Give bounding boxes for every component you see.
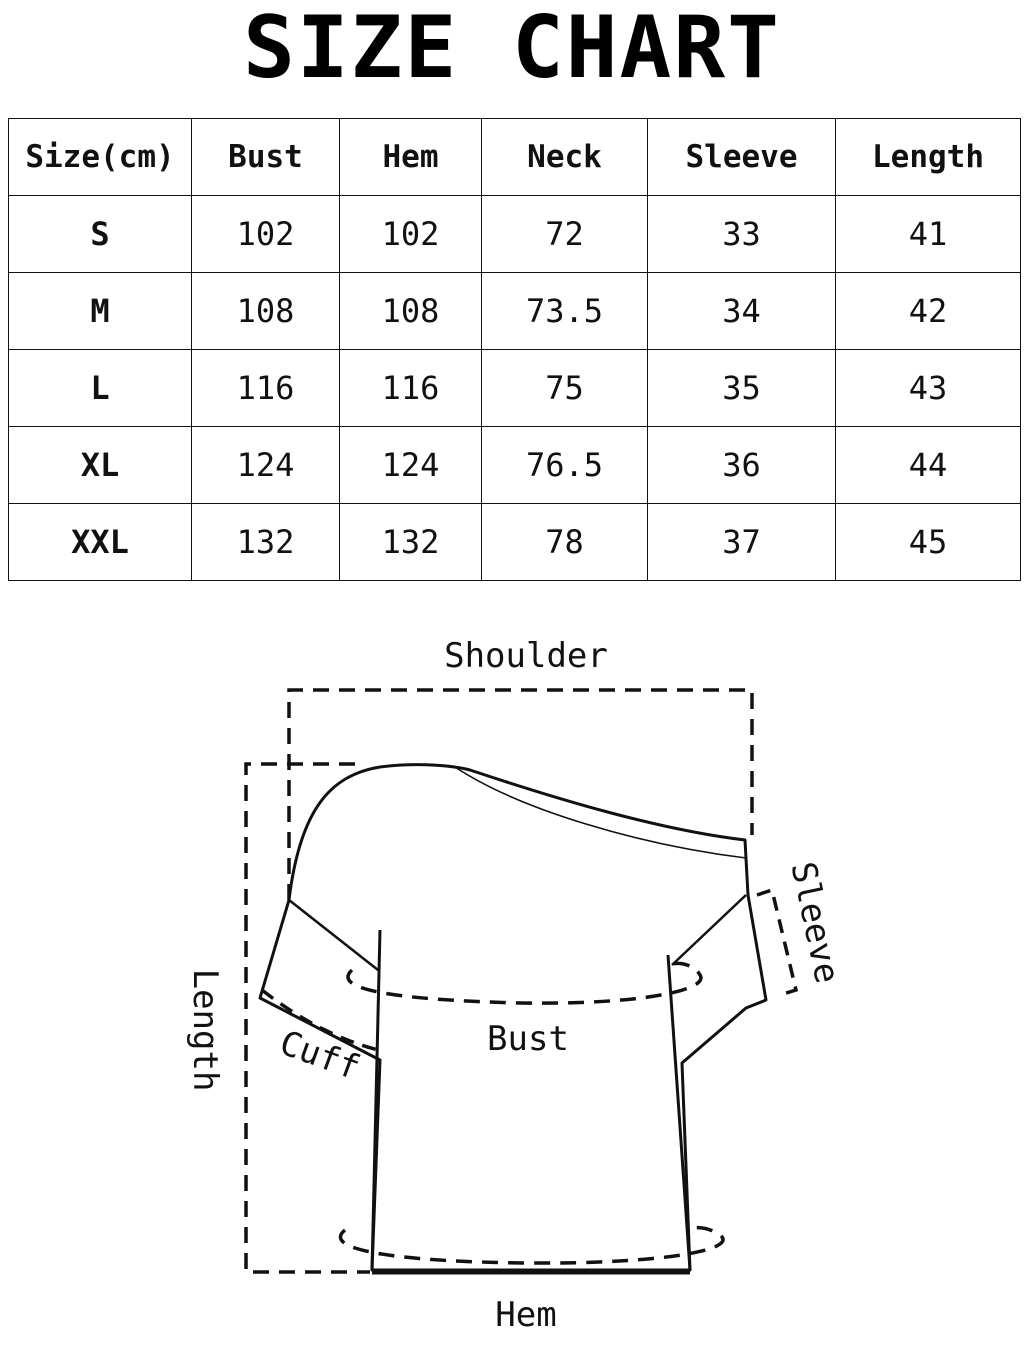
garment-outline <box>258 763 768 1272</box>
label-hem: Hem <box>495 1295 556 1335</box>
cell-neck: 76.5 <box>481 426 648 504</box>
header-size: Size(cm) <box>8 118 192 196</box>
cell-length: 41 <box>835 195 1021 273</box>
hem-measure-arc <box>338 1225 725 1265</box>
cell-hem: 102 <box>339 195 482 273</box>
right-side-seam <box>666 954 692 1271</box>
cell-length: 45 <box>835 503 1021 581</box>
table-row: S 102 102 72 33 41 <box>8 195 1021 273</box>
label-length: Length <box>185 969 225 1092</box>
table-row: M 108 108 73.5 34 42 <box>8 272 1021 350</box>
header-neck: Neck <box>481 118 648 196</box>
cell-sleeve: 34 <box>647 272 836 350</box>
cell-bust: 108 <box>191 272 340 350</box>
cell-hem: 116 <box>339 349 482 427</box>
label-bust: Bust <box>487 1019 569 1059</box>
table-row: L 116 116 75 35 43 <box>8 349 1021 427</box>
cell-hem: 132 <box>339 503 482 581</box>
cell-sleeve: 35 <box>647 349 836 427</box>
sleeve-measure-bracket <box>756 887 799 997</box>
cell-bust: 132 <box>191 503 340 581</box>
shoulder-measure-box <box>287 688 754 900</box>
cell-neck: 72 <box>481 195 648 273</box>
cell-sleeve: 33 <box>647 195 836 273</box>
page-title: SIZE CHART <box>243 0 781 98</box>
right-armhole-seam <box>671 894 747 966</box>
cell-neck: 73.5 <box>481 272 648 350</box>
cell-length: 44 <box>835 426 1021 504</box>
cell-hem: 108 <box>339 272 482 350</box>
cell-hem: 124 <box>339 426 482 504</box>
header-hem: Hem <box>339 118 482 196</box>
size-table: Size(cm) Bust Hem Neck Sleeve Length S 1… <box>8 118 1021 581</box>
cell-length: 43 <box>835 349 1021 427</box>
header-length: Length <box>835 118 1021 196</box>
cell-size: L <box>8 349 192 427</box>
cell-neck: 75 <box>481 349 648 427</box>
garment-diagram: Shoulder Bust Hem Length Sleeve Cuff <box>185 636 847 1335</box>
bust-measure-arc <box>346 961 703 1005</box>
table-row: XL 124 124 76.5 36 44 <box>8 426 1021 504</box>
cell-size: S <box>8 195 192 273</box>
left-armhole-seam <box>288 899 379 971</box>
cell-size: M <box>8 272 192 350</box>
cell-size: XXL <box>8 503 192 581</box>
header-bust: Bust <box>191 118 340 196</box>
table-row: XXL 132 132 78 37 45 <box>8 503 1021 581</box>
cell-length: 42 <box>835 272 1021 350</box>
length-measure-bracket <box>244 762 370 1274</box>
cell-sleeve: 36 <box>647 426 836 504</box>
left-side-seam <box>370 929 382 1271</box>
table-header-row: Size(cm) Bust Hem Neck Sleeve Length <box>8 118 1021 196</box>
cell-bust: 102 <box>191 195 340 273</box>
cell-bust: 116 <box>191 349 340 427</box>
cell-bust: 124 <box>191 426 340 504</box>
cell-neck: 78 <box>481 503 648 581</box>
cell-size: XL <box>8 426 192 504</box>
cuff-measure-line <box>260 988 379 1052</box>
label-shoulder: Shoulder <box>444 636 608 676</box>
header-sleeve: Sleeve <box>647 118 836 196</box>
cell-sleeve: 37 <box>647 503 836 581</box>
neckline <box>454 766 747 859</box>
